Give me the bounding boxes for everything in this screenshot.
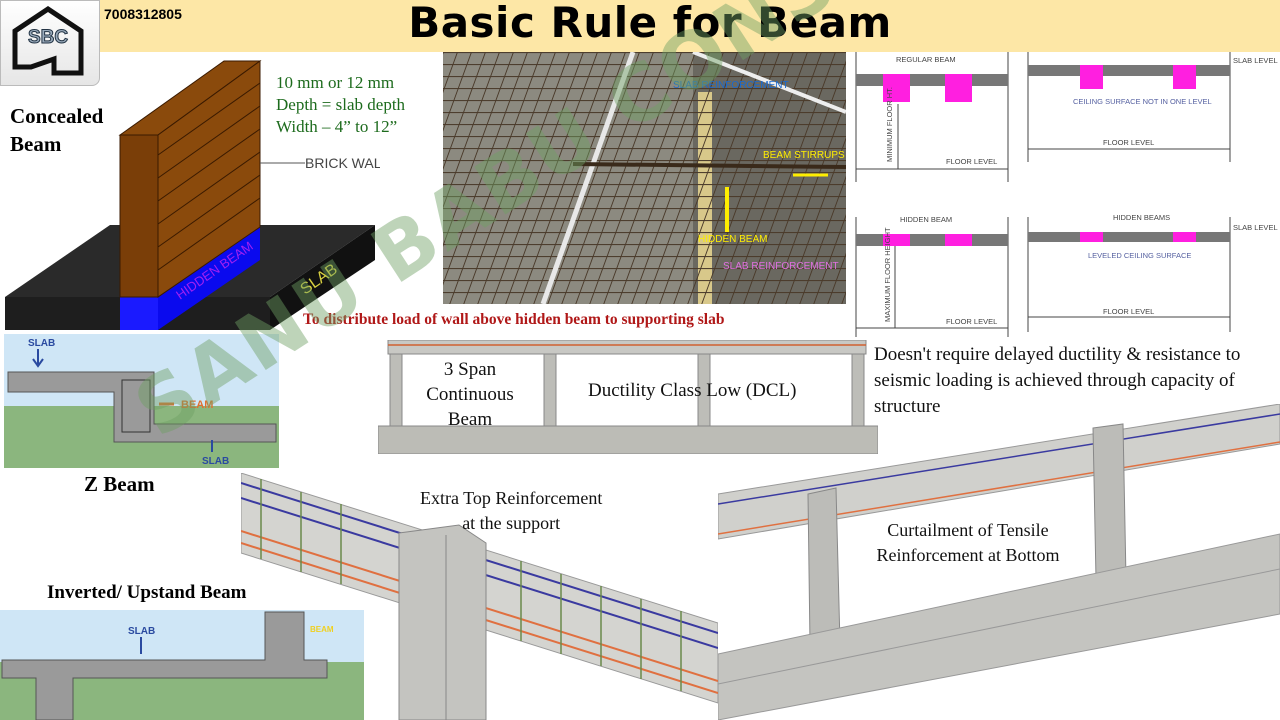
svg-text:SBC: SBC xyxy=(28,27,68,48)
floor-level-label-4: FLOOR LEVEL xyxy=(1103,307,1154,316)
inverted-beam-illustration: SLAB BEAM xyxy=(0,610,364,720)
curtailment-caption-line2: Reinforcement at Bottom xyxy=(876,545,1060,565)
extra-top-reinforcement-illustration xyxy=(241,473,718,720)
z-slab-top-label: SLAB xyxy=(28,338,55,349)
slab-reinforcement-bottom-label: SLAB REINFORCEMENT xyxy=(723,261,839,272)
curtailment-caption-line1: Curtailment of Tensile xyxy=(887,520,1049,540)
regular-vs-hidden-beam-diagram: REGULAR BEAM MINIMUM FLOOR HT. FLOOR LEV… xyxy=(855,52,1278,337)
z-beam-label: BEAM xyxy=(181,399,213,411)
ceiling-not-level-label: CEILING SURFACE NOT IN ONE LEVEL xyxy=(1073,97,1212,106)
leveled-ceiling-label: LEVELED CEILING SURFACE xyxy=(1088,251,1191,260)
three-span-label: 3 Span Continuous Beam xyxy=(426,359,514,430)
concealed-beam-title: Concealed Beam xyxy=(10,102,103,158)
slab-level-label-1: SLAB LEVEL xyxy=(1233,56,1278,65)
concealed-caption: To distribute load of wall above hidden … xyxy=(303,311,725,328)
slab-level-label-2: SLAB LEVEL xyxy=(1233,223,1278,232)
floor-level-label-2: FLOOR LEVEL xyxy=(1103,138,1154,147)
maximum-floor-height-label: MAXIMUM FLOOR HEIGHT xyxy=(883,227,892,322)
concealed-title-line1: Concealed xyxy=(10,104,104,128)
z-slab-bottom-label: SLAB xyxy=(202,456,229,467)
extra-top-caption-line2: at the support xyxy=(462,513,561,533)
dcl-description: Doesn't require delayed ductility & resi… xyxy=(874,344,1241,417)
dcl-label: Ductility Class Low (DCL) xyxy=(588,380,797,401)
regular-beam-label: REGULAR BEAM xyxy=(896,55,956,64)
logo: SBC xyxy=(0,0,100,86)
inverted-beam-caption: Inverted/ Upstand Beam xyxy=(47,582,247,603)
three-span-beam-illustration xyxy=(378,340,878,454)
inverted-beam-label: BEAM xyxy=(310,625,334,634)
beam-stirrups-label: BEAM STIRRUPS xyxy=(763,150,845,161)
floor-level-label-1: FLOOR LEVEL xyxy=(946,157,997,166)
spec-bar-size: 10 mm or 12 mm xyxy=(276,73,395,92)
house-logo-icon: SBC xyxy=(12,5,84,76)
rebar-photo: SLAB REINFORCEMENT BEAM STIRRUPS HIDDEN … xyxy=(443,52,846,304)
minimum-floor-height-label: MINIMUM FLOOR HT. xyxy=(885,87,894,162)
spec-width: Width – 4” to 12” xyxy=(276,117,398,136)
brick-wall-label: BRICK WALL xyxy=(305,155,380,171)
concealed-specs: 10 mm or 12 mm Depth = slab depth Width … xyxy=(276,72,405,138)
inverted-slab-label: SLAB xyxy=(128,626,155,637)
hidden-beam-diagram-label: HIDDEN BEAM xyxy=(900,215,952,224)
spec-depth: Depth = slab depth xyxy=(276,95,406,114)
slab-reinforcement-top-label: SLAB REINFORCEMENT xyxy=(673,80,789,91)
header-band xyxy=(100,0,1280,52)
phone-number: 7008312805 xyxy=(104,6,182,22)
z-beam-illustration: SLAB BEAM SLAB xyxy=(4,334,279,468)
extra-top-caption-line1: Extra Top Reinforcement xyxy=(420,488,603,508)
page-title: Basic Rule for Beam xyxy=(408,0,892,47)
concealed-title-line2: Beam xyxy=(10,132,62,156)
extra-top-caption: Extra Top Reinforcement at the support xyxy=(420,486,602,536)
hidden-beams-label: HIDDEN BEAMS xyxy=(1113,213,1170,222)
photo-hidden-beam-label: HIDDEN BEAM xyxy=(698,234,767,245)
curtailment-illustration xyxy=(718,404,1280,720)
concealed-beam-illustration: BRICK WALL HIDDEN BEAM SLAB xyxy=(5,60,380,330)
z-beam-caption: Z Beam xyxy=(84,472,155,496)
curtailment-caption: Curtailment of Tensile Reinforcement at … xyxy=(858,518,1078,568)
floor-level-label-3: FLOOR LEVEL xyxy=(946,317,997,326)
